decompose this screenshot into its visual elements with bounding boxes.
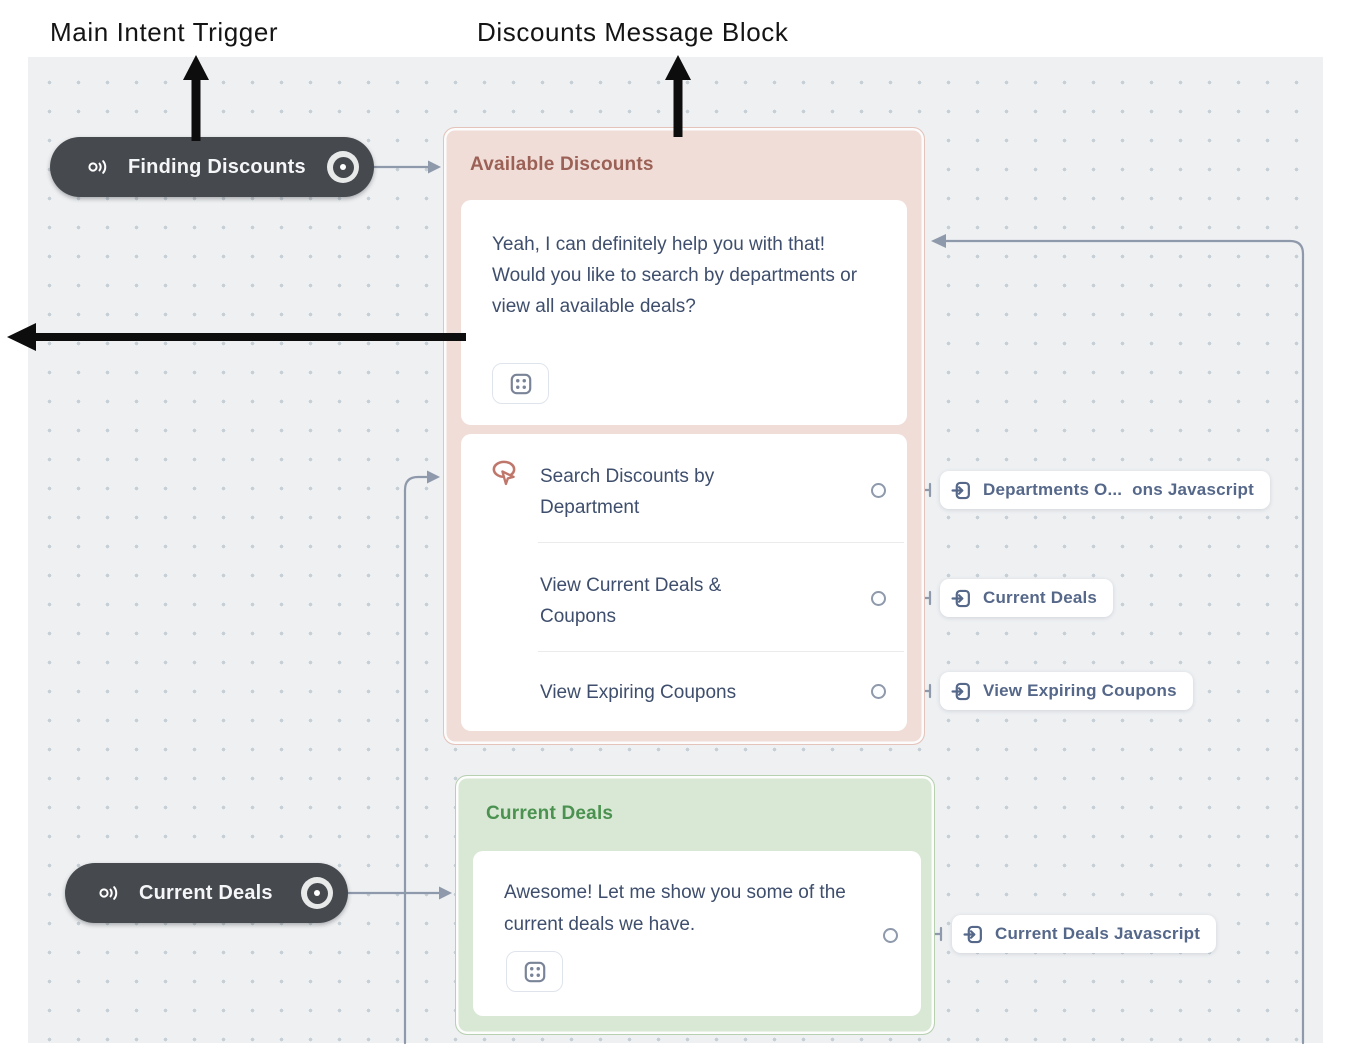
jump-target-label: View Expiring Coupons (983, 681, 1177, 700)
block-available-discounts[interactable]: Available Discounts Yeah, I can definite… (443, 127, 925, 745)
randomize-dice-icon (510, 373, 531, 394)
randomize-variant-button[interactable] (492, 363, 549, 404)
jump-target-label: Current Deals (983, 588, 1098, 607)
go-to-block-icon (951, 589, 970, 607)
intent-trigger-finding-discounts[interactable]: Finding Discounts (50, 137, 374, 197)
choice-output-port[interactable] (871, 483, 886, 498)
message-text: Awesome! Let me show you some of the cur… (504, 882, 846, 935)
message-output-port[interactable] (883, 928, 898, 943)
jump-target-label: Current Deals Javascript (995, 924, 1201, 943)
trigger-label: Finding Discounts (128, 155, 306, 178)
connector-return-to-choices (403, 475, 429, 1045)
choice-step-card[interactable]: Search Discounts by Department View Curr… (461, 434, 907, 731)
message-step-card[interactable]: Awesome! Let me show you some of the cur… (473, 851, 921, 1016)
arrowhead-feedback-left (931, 234, 946, 248)
message-step-card[interactable]: Yeah, I can definitely help you with tha… (461, 200, 907, 425)
go-to-block-icon (963, 925, 982, 943)
block-title: Available Discounts (470, 154, 654, 175)
intent-signal-icon (99, 886, 118, 900)
block-current-deals[interactable]: Current Deals Awesome! Let me show you s… (455, 775, 935, 1035)
choice-label: View Current Deals & Coupons (540, 575, 722, 627)
choice-output-port[interactable] (871, 684, 886, 699)
arrowhead-into-discounts-block (428, 160, 441, 174)
button-cursor-icon (492, 460, 516, 486)
arrowhead-return-right (427, 470, 440, 484)
choice-row[interactable]: View Current Deals & Coupons (461, 542, 907, 651)
trigger-label: Current Deals (139, 881, 273, 904)
message-text: Yeah, I can definitely help you with tha… (492, 234, 858, 317)
trigger-output-port[interactable] (301, 877, 333, 909)
jump-target-current-deals-javascript[interactable]: Current Deals Javascript (952, 915, 1217, 953)
connector-feedback-loop (943, 239, 1305, 1045)
go-to-block-icon (951, 481, 970, 499)
choice-row[interactable]: Search Discounts by Department (461, 434, 907, 542)
choice-label: Search Discounts by Department (540, 466, 715, 518)
choice-row[interactable]: View Expiring Coupons (461, 651, 907, 731)
jump-target-view-expiring-coupons[interactable]: View Expiring Coupons (940, 672, 1193, 710)
trigger-output-port[interactable] (327, 151, 359, 183)
jump-target-current-deals[interactable]: Current Deals (940, 579, 1114, 617)
go-to-block-icon (951, 682, 970, 700)
choice-output-port[interactable] (871, 591, 886, 606)
jump-target-departments-javascript[interactable]: Departments O... ons Javascript (940, 471, 1270, 509)
jump-target-label: Departments O... ons Javascript (983, 480, 1254, 499)
intent-signal-icon (88, 160, 107, 174)
annotation-discounts-message-block: Discounts Message Block (477, 17, 789, 47)
randomize-variant-button[interactable] (506, 951, 563, 992)
annotation-main-intent-trigger: Main Intent Trigger (50, 17, 279, 47)
block-title: Current Deals (486, 803, 614, 824)
arrowhead-into-green-block (439, 886, 452, 900)
randomize-dice-icon (524, 961, 545, 982)
choice-label: View Expiring Coupons (540, 682, 737, 703)
intent-trigger-current-deals[interactable]: Current Deals (65, 863, 348, 923)
